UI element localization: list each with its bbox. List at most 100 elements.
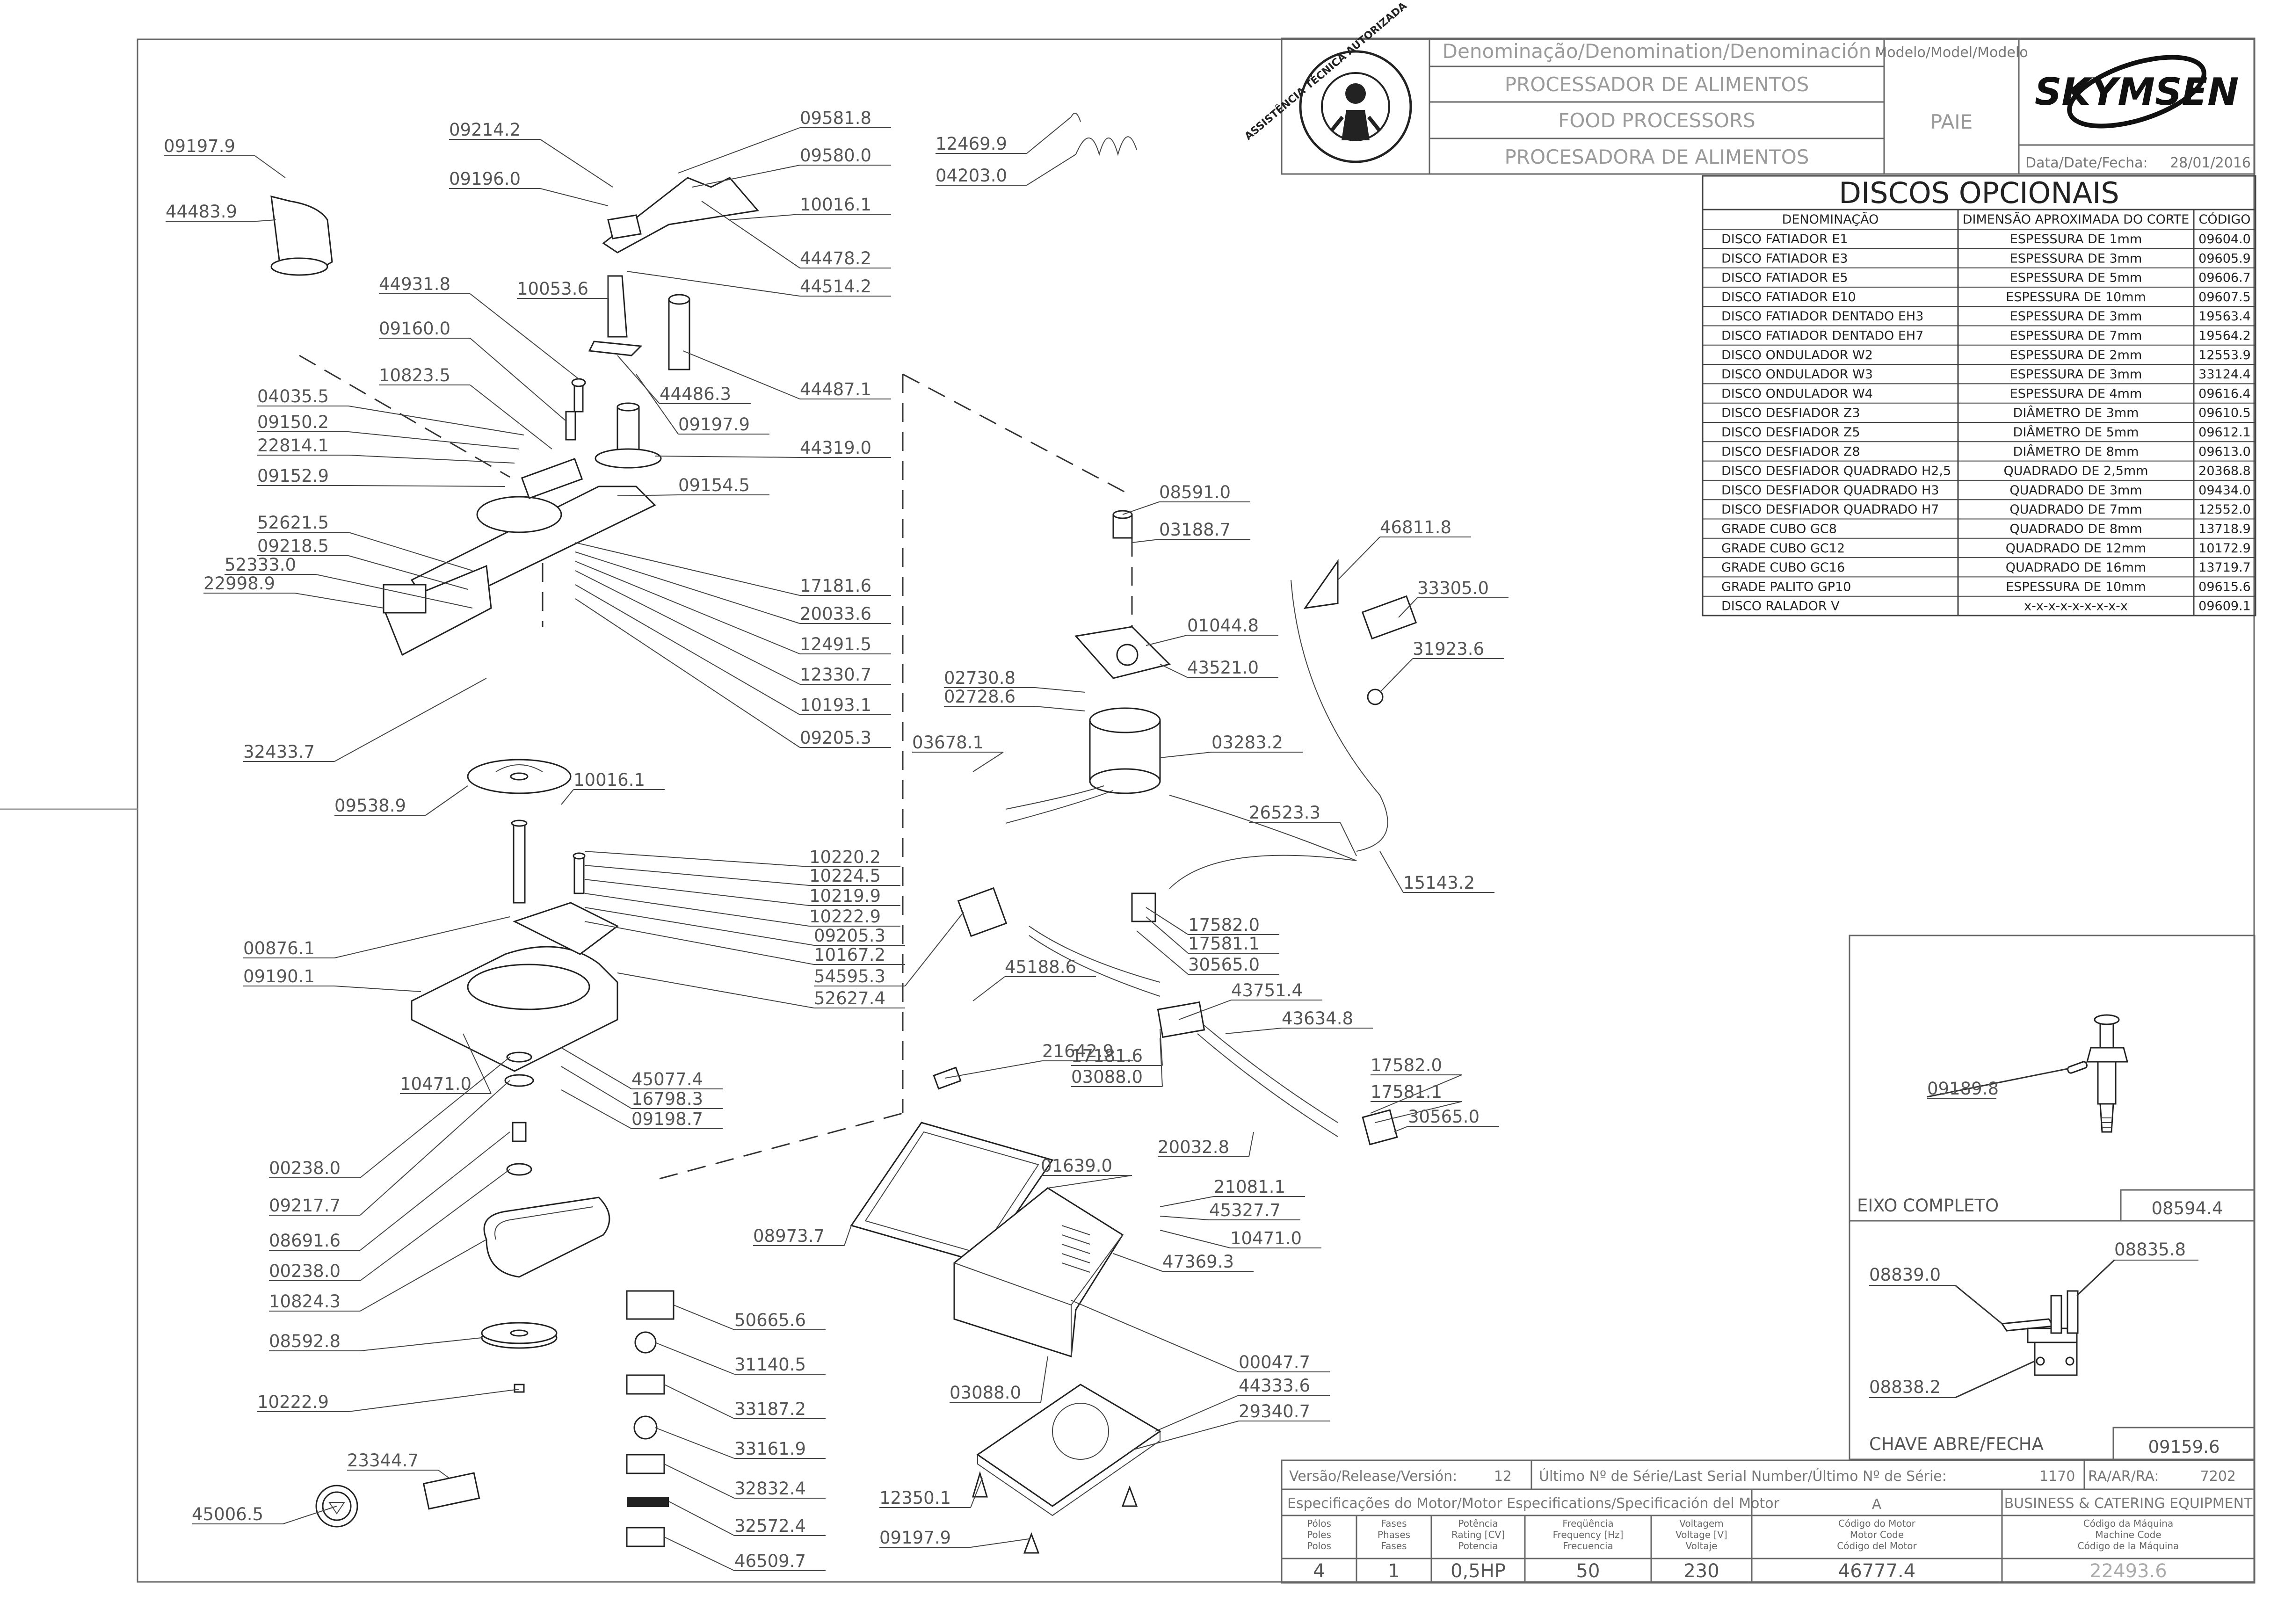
callout-label: 30565.0 [1408,1107,1480,1127]
leader-line [664,1384,735,1419]
version-label: Versão/Release/Versión: [1289,1468,1457,1485]
callout-label: 33305.0 [1417,578,1489,598]
leader-line [540,188,609,206]
disc-cell: 13718.9 [2198,522,2251,536]
leader-line [1035,687,1086,693]
callout-label: 54595.3 [814,966,885,986]
callout-label: 26523.3 [1249,803,1320,823]
callout-label: 21081.1 [1214,1177,1285,1197]
table-title: DISCOS OPCIONAIS [1839,176,2119,210]
leader-line [348,1389,520,1412]
leader-line [1071,1300,1239,1372]
leader-line [1131,539,1160,543]
spec-col-header: Rating [CV] [1451,1529,1505,1540]
leader-line [463,1033,492,1094]
leader-line [1398,597,1418,618]
leader-line [944,1060,1043,1079]
callout-label: 15143.2 [1403,873,1475,893]
callout-label: 44333.6 [1239,1376,1310,1396]
spec-col-header: Polos [1307,1540,1331,1552]
leader-line [1248,1131,1254,1157]
callout-label: 17181.6 [1071,1046,1143,1066]
disc-cell: DISCO DESFIADOR QUADRADO H3 [1721,483,1939,498]
leader-line [1225,1028,1282,1034]
terminal-block [1157,1001,1205,1038]
callout-label: 10193.1 [800,695,871,715]
callout-label: 17581.1 [1188,934,1260,954]
leader-line [1035,706,1086,711]
leader-line [584,893,810,927]
leader-line [561,1047,632,1089]
leader-line [701,201,800,268]
disc-cell: DIÂMETRO DE 5mm [2013,425,2139,440]
callout-label: 12350.1 [879,1488,951,1508]
motor-spec-block: Versão/Release/Versión: 12 Último Nº de … [1281,1459,2256,1584]
disc-cell: ESPESSURA DE 3mm [2010,309,2142,324]
spec-col-header: Código del Motor [1837,1540,1917,1552]
callout-label: 09538.9 [334,796,406,816]
callout-label: 44486.3 [660,384,731,404]
callout-label: 10219.9 [809,886,881,906]
leader-line [1379,658,1413,693]
disc-cell: 19563.4 [2198,309,2251,324]
callout-label: 45006.5 [192,1504,263,1524]
disc-cell: QUADRADO DE 7mm [2009,502,2142,517]
callout-label: 09205.3 [800,728,871,748]
leader-line [360,1057,510,1178]
leader-line [1047,1175,1132,1189]
disc-cell: DISCO DESFIADOR Z5 [1721,425,1860,440]
leader-line [1393,1126,1408,1132]
col-header-dimension: DIMENSÃO APROXIMADA DO CORTE [1963,212,2189,227]
spec-col-header: Freqüência [1562,1518,1613,1529]
callout-label: 33187.2 [734,1399,806,1419]
spec-col-header: Poles [1307,1529,1331,1540]
name-es: PROCESADORA DE ALIMENTOS [1505,145,1809,168]
leader-line [905,912,964,986]
leader-line [575,584,800,715]
callout-label: 08691.6 [269,1231,341,1251]
serial-label: Último Nº de Série/Last Serial Number/Úl… [1539,1467,1947,1485]
spec-col-value: 22493.6 [2089,1560,2167,1582]
leader-line [844,1225,852,1246]
callout-label: 10224.5 [809,866,881,886]
disc-cell: ESPESSURA DE 10mm [2006,580,2146,594]
spec-col-header: Frequency [Hz] [1553,1529,1624,1540]
leader-line [334,916,510,958]
callout-label: 10471.0 [400,1074,471,1094]
callout-label: 09154.5 [678,475,750,495]
disc-cell: QUADRADO DE 12mm [2006,541,2146,556]
callout-label: 21642.9 [1042,1041,1114,1061]
disc-cell: 09615.6 [2198,580,2251,594]
callout-label: 47369.3 [1162,1252,1234,1272]
callout-label: 09205.3 [814,926,885,946]
callout-label: 43634.8 [1282,1008,1353,1029]
assembly-guide-lines [299,355,1133,1180]
leader-line [256,219,276,222]
leader-line [1160,1038,1163,1087]
disc-cell: x-x-x-x-x-x-x-x-x [2024,599,2128,614]
spec-col-header: Código de la Máquina [2078,1540,2179,1552]
callout-label: 00238.0 [269,1158,341,1178]
callout-label: 50665.6 [734,1310,806,1330]
spec-col-header: Voltagem [1679,1518,1724,1529]
leader-line [561,1066,632,1109]
callout-label: 03188.7 [1159,520,1231,540]
leader-line [729,214,800,220]
callout-label: 33161.9 [734,1439,806,1459]
name-pt: PROCESSADOR DE ALIMENTOS [1505,73,1809,96]
disc-cell: 09606.7 [2198,271,2251,285]
leader-line [1040,1356,1048,1403]
callout-label: 08591.0 [1159,482,1231,502]
callout-label: 45188.6 [1005,957,1076,977]
disc-cell: ESPESSURA DE 1mm [2010,232,2142,246]
spec-col-header: Phases [1378,1529,1410,1540]
part-callouts: 09197.944483.909214.209196.009581.809580… [164,108,1509,1571]
callout-label: 02728.6 [944,687,1015,707]
callout-label: 03283.2 [1211,732,1283,753]
name-en: FOOD PROCESSORS [1558,109,1755,132]
leader-line [668,1501,735,1536]
leader-line [1160,752,1212,758]
spec-col-header: Código do Motor [1838,1518,1916,1529]
leader-line [972,752,1004,772]
col-header-code: CÓDIGO [2198,212,2250,227]
